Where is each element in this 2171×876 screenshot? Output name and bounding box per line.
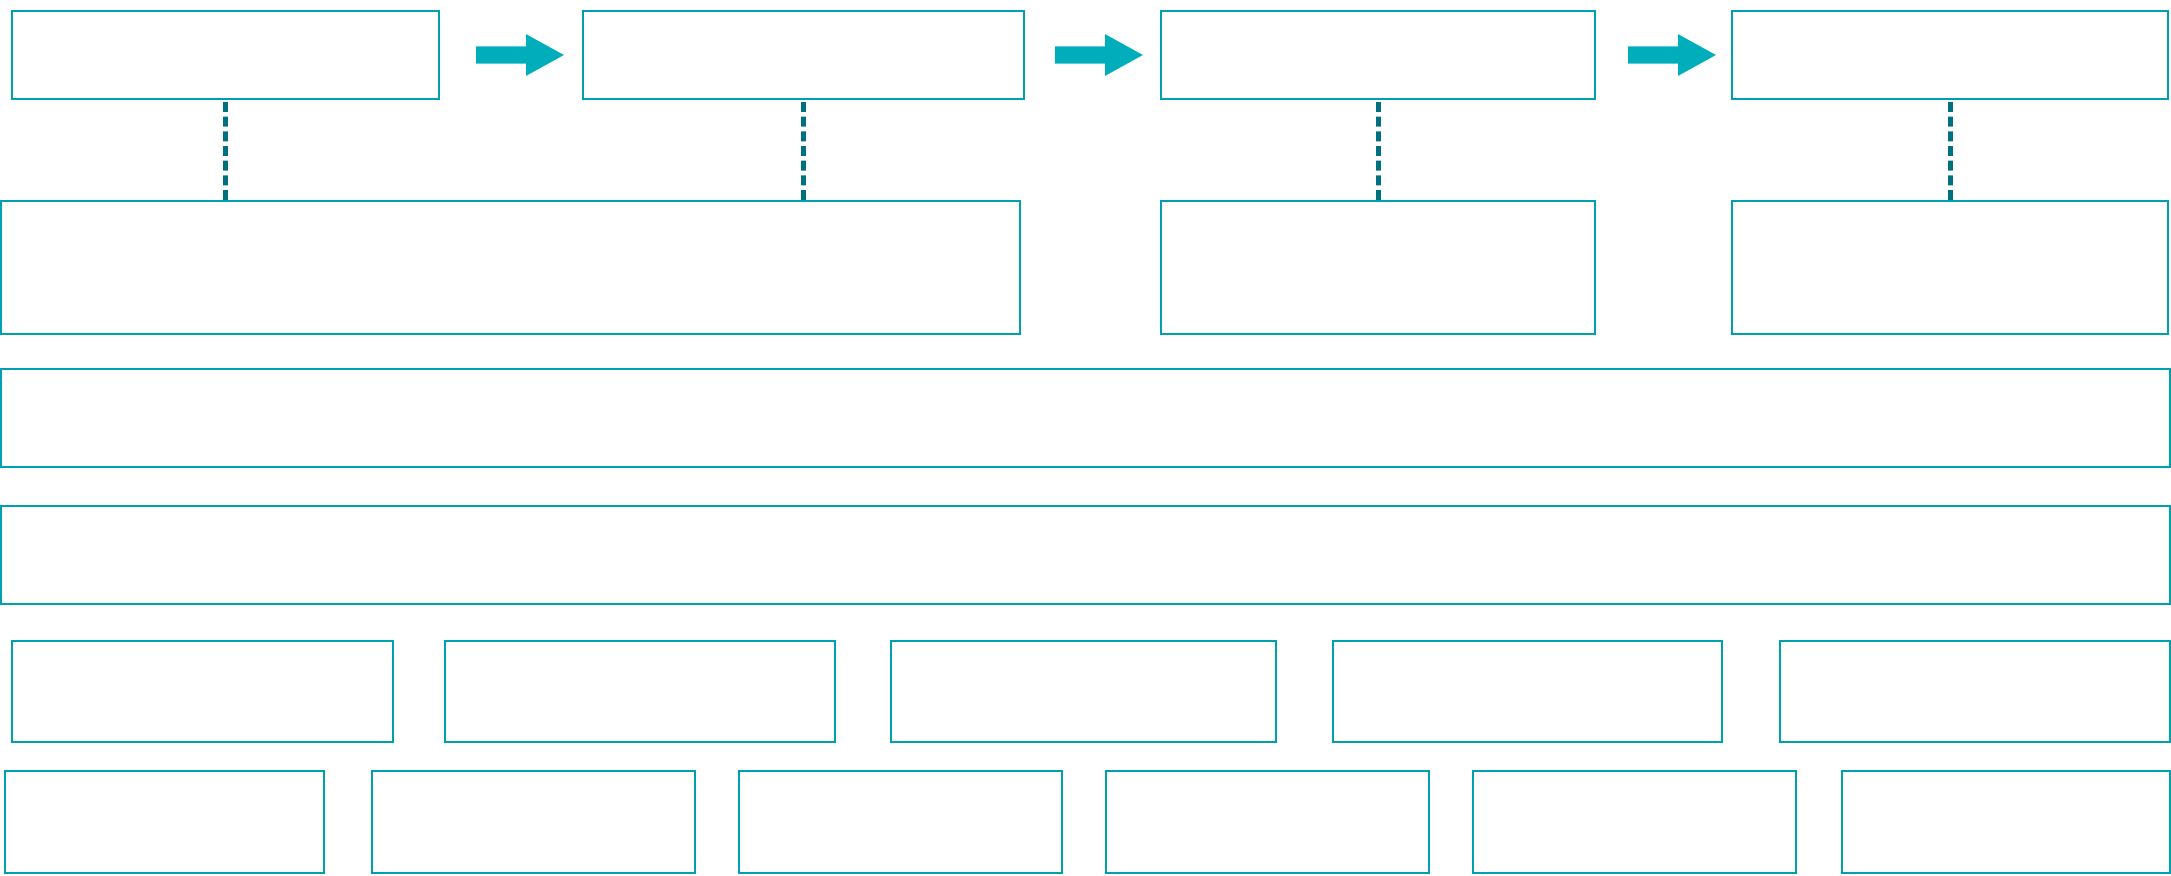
- dashed-connector-1: [223, 102, 228, 200]
- dashed-connector-4: [1948, 102, 1953, 200]
- arrow-right-icon: [1628, 34, 1716, 76]
- flow-step-2-box: [582, 10, 1025, 100]
- arrow-right-icon: [1055, 34, 1143, 76]
- row5-box-3: [890, 640, 1277, 743]
- detail-box-step-3: [1160, 200, 1596, 335]
- full-width-band-1: [0, 368, 2171, 468]
- dashed-connector-3: [1376, 102, 1381, 200]
- detail-box-wide: [0, 200, 1021, 335]
- row6-box-1: [4, 770, 325, 874]
- row5-box-5: [1779, 640, 2171, 743]
- flow-step-4-box: [1731, 10, 2169, 100]
- row6-box-2: [371, 770, 696, 874]
- row6-box-6: [1841, 770, 2171, 874]
- dashed-connector-2: [801, 102, 806, 200]
- row5-box-1: [11, 640, 394, 743]
- row6-box-5: [1472, 770, 1797, 874]
- row6-box-3: [738, 770, 1063, 874]
- detail-box-step-4: [1731, 200, 2169, 335]
- full-width-band-2: [0, 505, 2171, 605]
- arrow-right-icon: [476, 34, 564, 76]
- flow-step-1-box: [11, 10, 440, 100]
- row5-box-2: [444, 640, 836, 743]
- flow-step-3-box: [1160, 10, 1596, 100]
- row5-box-4: [1332, 640, 1723, 743]
- row6-box-4: [1105, 770, 1430, 874]
